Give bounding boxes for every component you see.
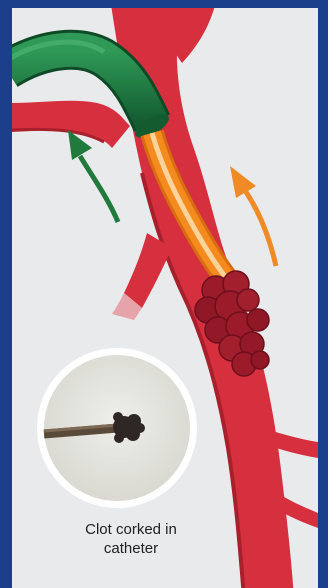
- caption-line-1: Clot corked in: [56, 520, 206, 539]
- lower-left-branch: [112, 233, 172, 320]
- arrow-up-right-icon: [230, 166, 276, 266]
- inset-caption: Clot corked in catheter: [56, 520, 206, 558]
- inset-photo: [37, 348, 197, 508]
- vessel-diagram: [12, 8, 318, 588]
- figure-panel: Clot corked in catheter: [12, 8, 318, 588]
- caption-line-2: catheter: [56, 539, 206, 558]
